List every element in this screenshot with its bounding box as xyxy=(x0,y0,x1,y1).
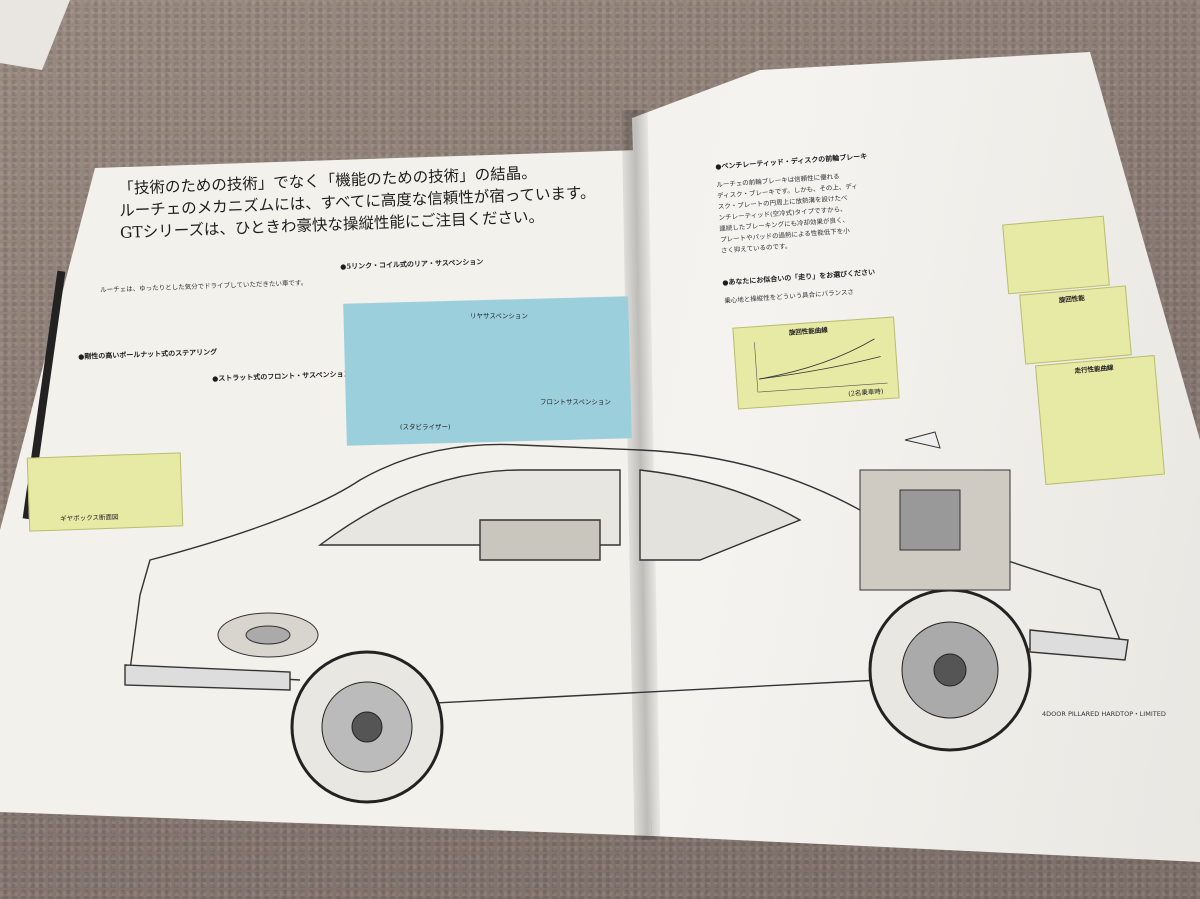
model-caption: 4DOOR PILLARED HARDTOP・LIMITED xyxy=(1042,710,1166,718)
side-mirror xyxy=(904,431,941,449)
chart-curves xyxy=(754,338,888,393)
spare-tire xyxy=(217,612,319,658)
front-suspension-label: フロントサスペンション xyxy=(540,398,611,406)
rear-wheel xyxy=(290,650,444,804)
curve-gt xyxy=(758,356,881,380)
stabilizer-label: (スタビライザー) xyxy=(400,423,451,431)
engine xyxy=(859,469,1011,591)
curve-limited xyxy=(758,338,875,380)
front-wheel xyxy=(868,588,1032,752)
rear-suspension-label: リヤサスペンション xyxy=(470,312,528,320)
turning-chart: 旋回性能曲線 (2名乗車時) xyxy=(732,316,900,410)
